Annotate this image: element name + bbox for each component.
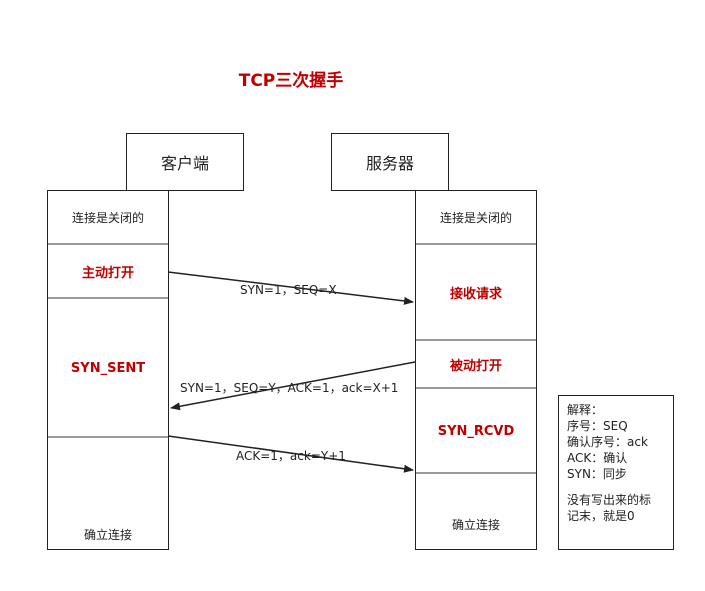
- client-state-syn-sent: SYN_SENT: [70, 360, 146, 376]
- server-column: 连接是关闭的 接收请求 被动打开 SYN_RCVD 确立连接: [415, 190, 537, 550]
- legend-box: 解释： 序号：SEQ 确认序号：ack ACK：确认 SYN：同步 没有写出来的…: [558, 395, 674, 550]
- server-separator: [416, 387, 536, 389]
- syn-arrow: [167, 271, 414, 305]
- ack-message-label: ACK=1，ack=Y+1: [236, 449, 346, 463]
- legend-line: ACK：确认: [567, 451, 628, 465]
- legend-note: 记末，就是0: [567, 509, 635, 523]
- server-separator: [416, 243, 536, 245]
- server-state-receive-request: 接收请求: [449, 286, 502, 302]
- legend-line: SYN：同步: [567, 467, 627, 481]
- legend-note: 没有写出来的标: [567, 493, 652, 507]
- syn-ack-arrow: [170, 361, 416, 411]
- legend-line: 确认序号：ack: [567, 435, 648, 449]
- client-state-active-open: 主动打开: [81, 265, 134, 281]
- server-separator: [416, 339, 536, 341]
- legend-spacer: [567, 482, 665, 492]
- client-column: 连接是关闭的 主动打开 SYN_SENT 确立连接: [47, 190, 169, 550]
- client-header: 客户端: [126, 133, 244, 191]
- server-header: 服务器: [331, 133, 449, 191]
- legend-line: 解释：: [567, 403, 604, 417]
- server-state-closed: 连接是关闭的: [439, 211, 512, 225]
- client-separator: [48, 436, 168, 438]
- syn-message-label: SYN=1，SEQ=X: [240, 283, 337, 297]
- server-state-syn-rcvd: SYN_RCVD: [437, 423, 515, 439]
- legend-line: 序号：SEQ: [567, 419, 628, 433]
- ack-arrow: [167, 435, 414, 473]
- server-separator: [416, 472, 536, 474]
- client-state-closed: 连接是关闭的: [71, 211, 144, 225]
- syn-ack-message-label: SYN=1，SEQ=Y，ACK=1，ack=X+1: [180, 381, 399, 395]
- server-state-established: 确立连接: [451, 518, 500, 532]
- client-separator: [48, 297, 168, 299]
- client-separator: [48, 243, 168, 245]
- client-state-established: 确立连接: [83, 528, 132, 542]
- server-state-passive-open: 被动打开: [449, 358, 502, 374]
- diagram-title: TCP三次握手: [238, 71, 344, 91]
